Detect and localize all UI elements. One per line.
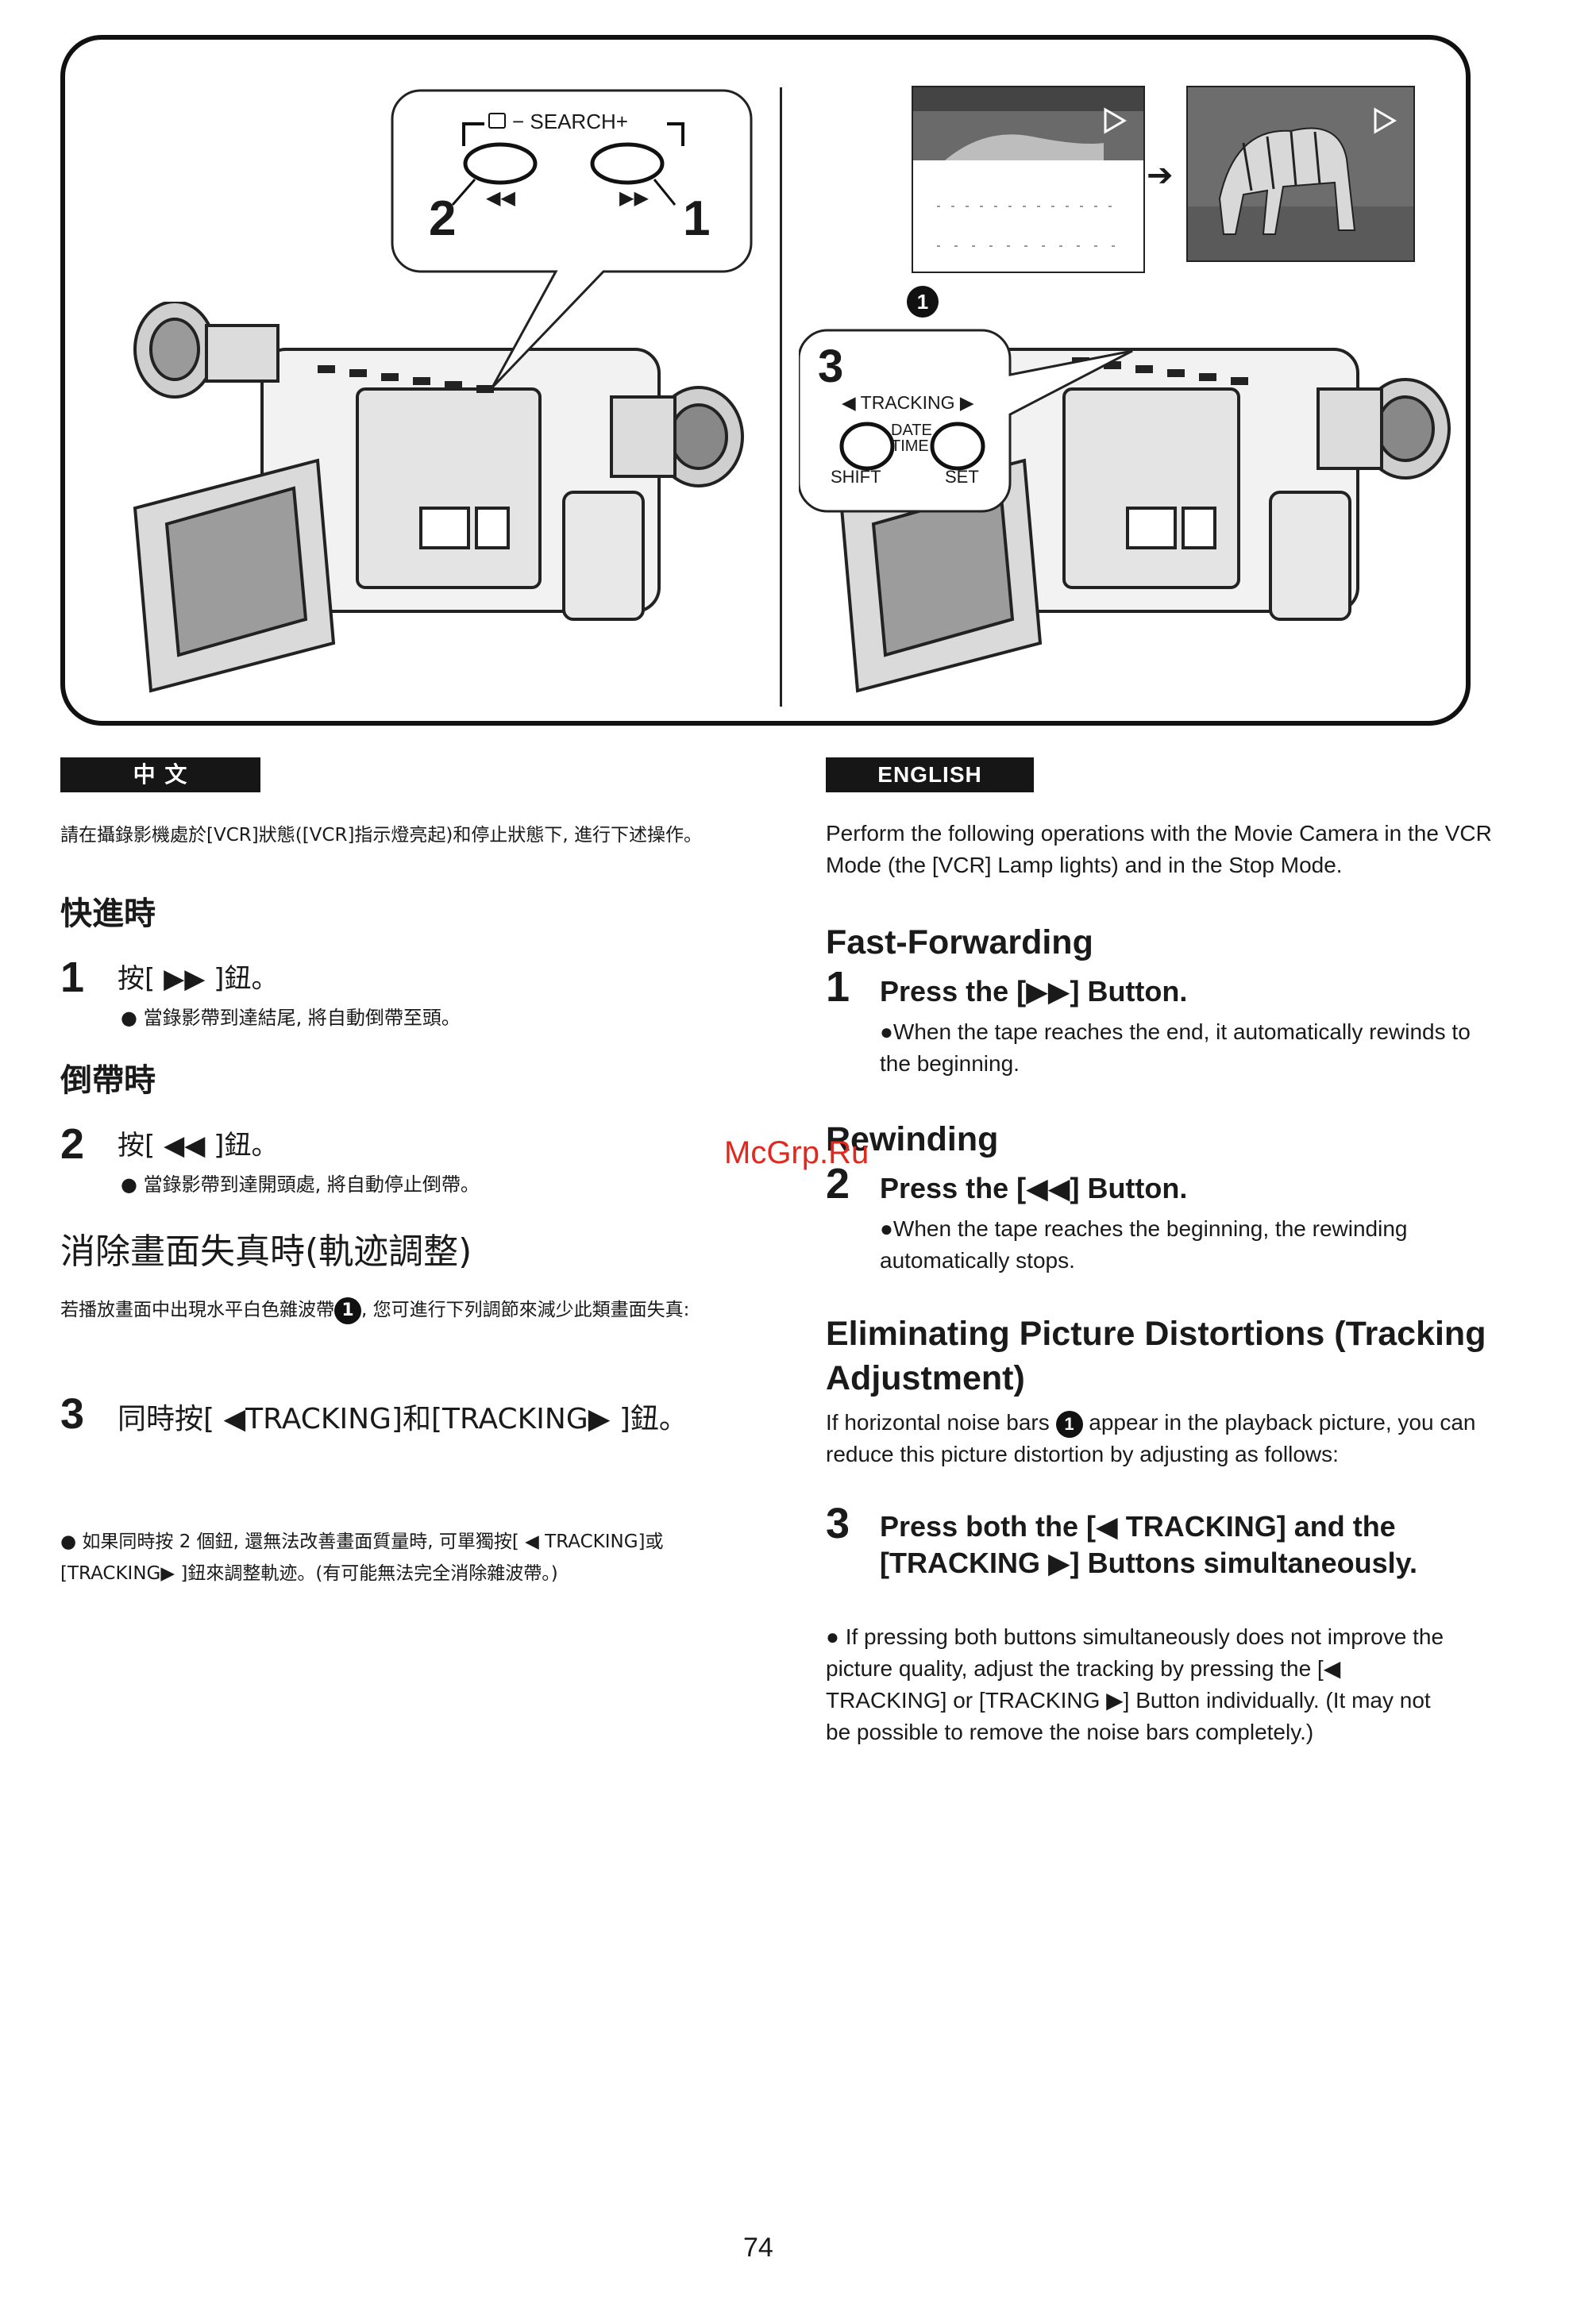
en-step2-number: 2	[826, 1160, 850, 1208]
en-heading-tracking: Eliminating Picture Distortions (Trackin…	[826, 1315, 1486, 1397]
forward-symbol: ▶▶	[619, 187, 649, 209]
zh-note: ● 如果同時按 2 個鈕, 還無法改善畫面質量時, 可單獨按[ ◀ TRACKI…	[60, 1532, 664, 1584]
shift-label: SHIFT	[831, 467, 881, 487]
search-label: − SEARCH+	[512, 110, 628, 133]
page-number: 74	[743, 2233, 773, 2263]
en-step3-text: Press both the [◀ TRACKING] and the [TRA…	[880, 1510, 1418, 1579]
watermark: McGrp.Ru	[724, 1135, 869, 1170]
set-label: SET	[945, 467, 979, 487]
en-tracking-intro-b: appear in the playback picture, you can …	[826, 1410, 1476, 1466]
date-time-label: DATE TIME	[891, 422, 932, 455]
callout-num-3: 3	[818, 341, 844, 392]
en-tracking-intro-a: If horizontal noise bars	[826, 1410, 1050, 1435]
distorted-playback-screen	[912, 86, 1145, 273]
en-tracking-intro: If horizontal noise bars 1 appear in the…	[826, 1407, 1493, 1470]
camcorder-illustration-right	[834, 302, 1461, 699]
en-step1-bullet: ●When the tape reaches the end, it autom…	[880, 1019, 1471, 1076]
clear-playback-screen	[1186, 86, 1415, 262]
zh-heading-tracking: 消除畫面失真時(軌迹調整)	[60, 1231, 472, 1272]
english-section-tag: ENGLISH	[826, 757, 1034, 792]
zh-step2-bullet: ● 當錄影帶到達開頭處, 將自動停止倒帶。	[121, 1173, 480, 1196]
arrow-right-icon: ➔	[1147, 158, 1174, 193]
en-step1-text: Press the [▶▶] Button.	[880, 975, 1188, 1008]
en-step3-number: 3	[826, 1500, 850, 1547]
figure-divider	[780, 87, 782, 707]
search-buttons-callout	[389, 86, 754, 403]
en-heading-fast-forward: Fast-Forwarding	[826, 923, 1093, 961]
en-heading-rewind: Rewinding	[826, 1120, 999, 1158]
zh-step2-text: 按[ ◀◀ ]鈕。	[118, 1130, 279, 1162]
zh-intro: 請在攝錄影機處於[VCR]狀態([VCR]指示燈亮起)和停止狀態下, 進行下述操…	[60, 825, 703, 846]
circled-1-icon: 1	[334, 1296, 361, 1324]
tracking-label: ◀ TRACKING ▶	[842, 392, 974, 413]
callout-num-2: 2	[429, 191, 457, 246]
zh-step1-text: 按[ ▶▶ ]鈕。	[118, 963, 279, 995]
zh-tracking-intro-a: 若播放畫面中出現水平白色雜波帶	[60, 1300, 334, 1320]
rewind-symbol: ◀◀	[486, 187, 515, 209]
zh-step1-number: 1	[60, 954, 85, 1001]
callout-num-1: 1	[683, 191, 711, 246]
noise-bar-marker-1: 1	[907, 286, 939, 318]
en-step1-number: 1	[826, 963, 850, 1011]
en-note: ● If pressing both buttons simultaneousl…	[826, 1624, 1444, 1744]
zh-heading-rewind: 倒帶時	[60, 1062, 156, 1099]
en-step2-bullet: ●When the tape reaches the beginning, th…	[880, 1216, 1408, 1273]
zh-heading-fast-forward: 快進時	[60, 896, 156, 932]
zh-step1-bullet: ● 當錄影帶到達結尾, 將自動倒帶至頭。	[121, 1007, 461, 1029]
zh-step3-number: 3	[60, 1390, 85, 1438]
en-intro: Perform the following operations with th…	[826, 821, 1492, 877]
search-icon	[488, 113, 506, 129]
zh-step3-text: 同時按[ ◀TRACKING]和[TRACKING▶ ]鈕。	[118, 1403, 688, 1435]
figure-frame	[60, 35, 1471, 726]
chinese-section-tag: 中 文	[60, 757, 260, 792]
tracking-buttons-callout	[799, 327, 1148, 518]
circled-1-icon: 1	[1055, 1410, 1083, 1438]
zh-tracking-intro-b: , 您可進行下列調節來減少此類畫面失真:	[361, 1300, 690, 1320]
zh-step2-number: 2	[60, 1120, 85, 1168]
en-step2-text: Press the [◀◀] Button.	[880, 1172, 1188, 1204]
camcorder-illustration-left	[119, 302, 754, 715]
